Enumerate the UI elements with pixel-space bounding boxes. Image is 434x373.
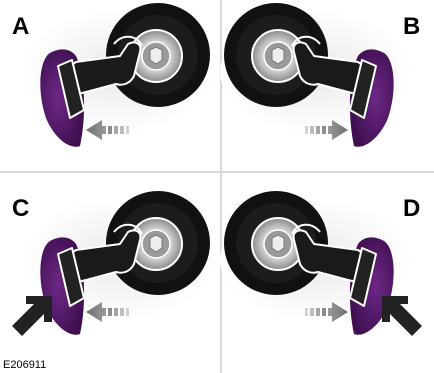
dark-arrow-up-right — [12, 296, 52, 336]
panel-letter-d: D — [403, 195, 420, 222]
panel-letter-c: C — [12, 195, 29, 222]
panel-d: D — [220, 191, 422, 336]
panel-letter-a: A — [12, 13, 29, 40]
panel-c: C — [12, 191, 214, 336]
panel-b: B — [220, 3, 420, 147]
panel-a: A — [12, 3, 214, 147]
panel-letter-b: B — [403, 13, 420, 40]
figure-code: E206911 — [3, 359, 46, 371]
